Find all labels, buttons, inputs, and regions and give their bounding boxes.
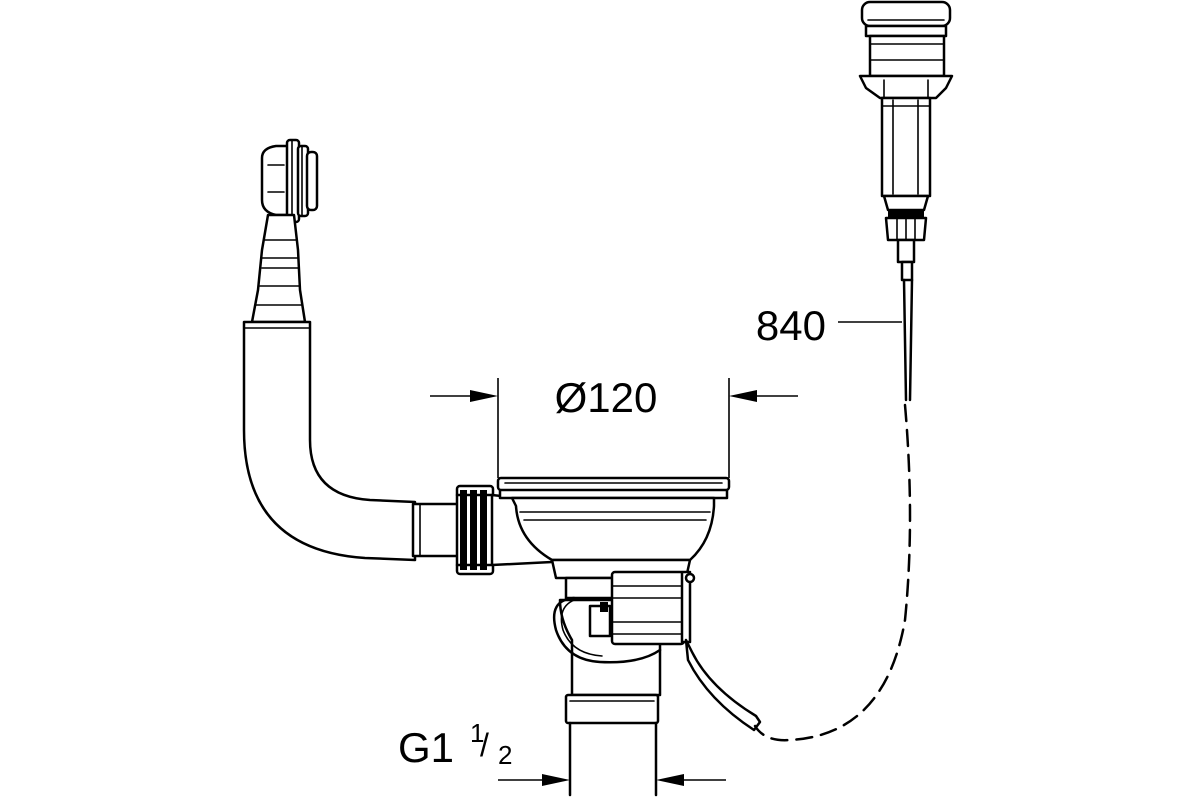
thread-numerator-label: 1: [470, 718, 484, 748]
overflow-hose: [242, 320, 417, 562]
chain-length-label: 840: [756, 302, 826, 349]
dimension-outlet-thread: G1 1 / 2: [398, 718, 726, 786]
overflow-head: [260, 138, 319, 224]
dimension-strainer-diameter: Ø120: [430, 374, 798, 478]
dimension-chain-length: 840: [756, 302, 902, 349]
strainer-diameter-label: Ø120: [555, 374, 658, 421]
thread-main-label: G1: [398, 724, 454, 771]
overflow-stem: [250, 213, 307, 324]
lever-mechanism: [552, 570, 762, 732]
thread-slash: /: [480, 727, 489, 763]
bowden-cable: [753, 403, 912, 742]
push-button-assembly: [858, 0, 954, 402]
thread-denominator-label: 2: [498, 740, 512, 770]
